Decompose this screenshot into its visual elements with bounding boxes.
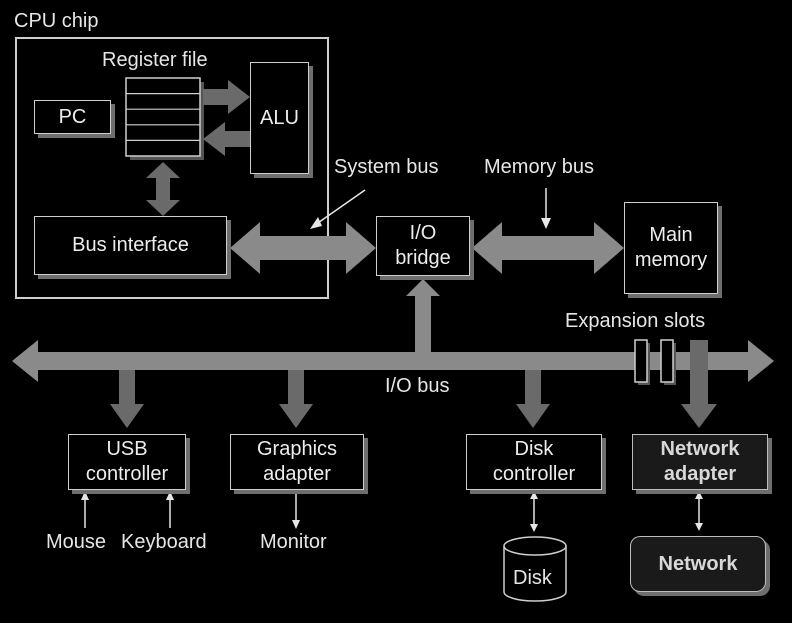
- network-adapter-line1: Network: [660, 438, 740, 460]
- alu-to-regfile-arrow: [203, 122, 250, 156]
- io-bus-arrow: [12, 340, 774, 382]
- usb-controller-line1: USB: [106, 438, 148, 460]
- network-adapter-box: Network adapter: [632, 434, 768, 490]
- io-bridge-box: I/O bridge: [376, 216, 470, 276]
- disk-controller-box: Disk controller: [466, 434, 602, 490]
- system-bus-pointer: [314, 189, 366, 226]
- main-memory-line2: memory: [634, 249, 708, 271]
- network-arrow-head-top: [695, 491, 703, 499]
- usb-controller-line2: controller: [85, 463, 169, 485]
- monitor-arrow-head: [292, 520, 300, 529]
- cpu-chip-outline: [15, 37, 329, 299]
- mouse-arrow-head: [81, 491, 89, 500]
- alu-label: ALU: [260, 106, 299, 129]
- mouse-label: Mouse: [46, 531, 107, 553]
- network-label: Network: [658, 552, 738, 575]
- disk-label: Disk: [513, 567, 552, 589]
- io-bus-label: I/O bus: [385, 375, 450, 397]
- bridge-iobus-arrow: [406, 279, 440, 352]
- keyboard-label: Keyboard: [121, 531, 207, 553]
- memory-bus-arrow: [472, 222, 624, 274]
- bus-interface-label: Bus interface: [72, 234, 189, 256]
- disk-controller-line1: Disk: [514, 438, 554, 460]
- main-memory-line1: Main: [649, 224, 693, 246]
- graphics-adapter-line2: adapter: [263, 463, 331, 485]
- network-arrow-head-bottom: [695, 523, 703, 531]
- graphics-adapter-box: Graphics adapter: [230, 434, 364, 490]
- expansion-slots-label: Expansion slots: [565, 310, 706, 332]
- disk-arrow-head-bottom: [530, 524, 538, 532]
- alu-box: ALU: [250, 62, 309, 174]
- usb-drop-arrow: [110, 370, 144, 428]
- system-bus-label: System bus: [334, 156, 439, 178]
- memory-bus-label: Memory bus: [484, 156, 595, 178]
- disk-arrow-head-top: [530, 491, 538, 499]
- graphics-drop-arrow: [279, 370, 313, 428]
- io-bridge-line1: I/O: [409, 222, 437, 244]
- main-memory-box: Main memory: [624, 202, 718, 294]
- graphics-adapter-line1: Graphics: [256, 438, 338, 460]
- cpu-chip-title: CPU chip: [14, 10, 99, 32]
- register-file-label: Register file: [102, 49, 208, 71]
- disk-drop-arrow: [516, 370, 550, 428]
- usb-controller-box: USB controller: [68, 434, 186, 490]
- memory-bus-pointer-head: [541, 218, 551, 229]
- expansion-slot-2: [660, 339, 676, 385]
- system-bus-arrow: [230, 222, 376, 274]
- system-bus-pointer-head: [310, 217, 322, 229]
- pc-label: PC: [58, 105, 87, 128]
- monitor-label: Monitor: [260, 531, 327, 553]
- keyboard-arrow-head: [166, 491, 174, 500]
- disk-cylinder: [503, 536, 567, 602]
- register-file-stack: [125, 77, 204, 160]
- disk-controller-line2: controller: [492, 463, 576, 485]
- regfile-businterface-arrow: [146, 162, 180, 216]
- expansion-slot-1: [634, 339, 650, 385]
- io-bridge-line2: bridge: [395, 247, 451, 269]
- network-adapter-line2: adapter: [663, 463, 737, 485]
- pc-register: PC: [34, 100, 111, 134]
- network-drop-arrow: [681, 340, 717, 428]
- network-box: Network: [630, 536, 766, 592]
- regfile-to-alu-arrow: [203, 80, 250, 114]
- bus-interface-box: Bus interface: [34, 216, 227, 275]
